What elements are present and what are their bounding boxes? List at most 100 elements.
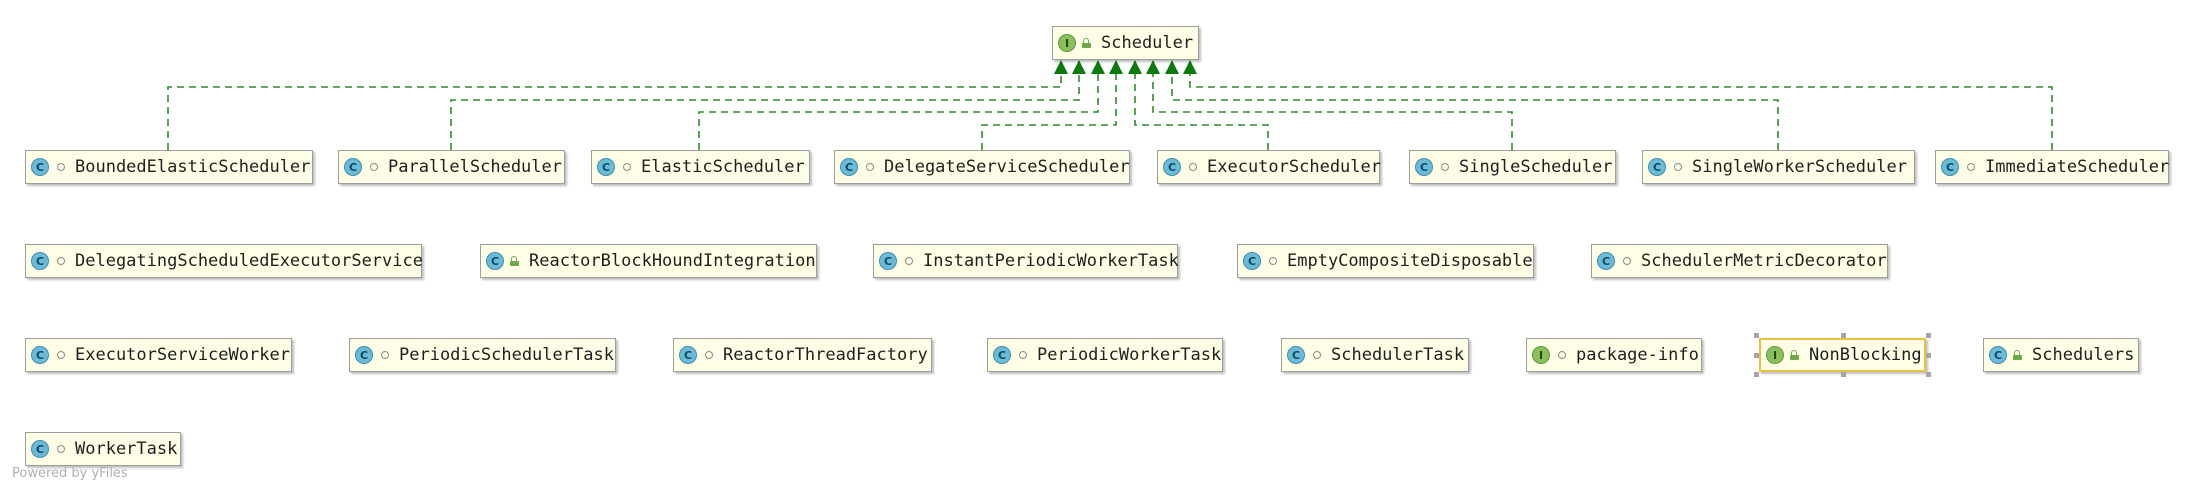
node-label: Scheduler (1101, 33, 1194, 53)
node-label: ElasticScheduler (641, 157, 805, 177)
selection-handle[interactable] (1754, 372, 1759, 377)
class-icon: C (1989, 346, 2007, 364)
node-label: DelegateServiceScheduler (884, 157, 1130, 177)
package-private-icon (1313, 351, 1321, 359)
class-icon: C (1287, 346, 1305, 364)
selection-handle[interactable] (1754, 353, 1759, 358)
edge-immediatescheduler (1189, 74, 2053, 150)
node-parallelscheduler[interactable]: C ParallelScheduler (338, 150, 565, 184)
node-label: BoundedElasticScheduler (75, 157, 311, 177)
node-workertask[interactable]: C WorkerTask (25, 432, 181, 466)
interface-icon: I (1058, 34, 1076, 52)
package-private-icon (866, 163, 874, 171)
node-label: SingleWorkerScheduler (1692, 157, 1907, 177)
edge-executorscheduler (1134, 74, 1269, 150)
class-icon: C (1163, 158, 1181, 176)
node-label: PeriodicSchedulerTask (399, 345, 614, 365)
arrowhead-icon (1128, 60, 1142, 74)
public-lock-icon (1790, 349, 1799, 360)
arrowhead-icon (1146, 60, 1160, 74)
package-private-icon (1189, 163, 1197, 171)
selection-handle[interactable] (1754, 333, 1759, 338)
node-label: SingleScheduler (1459, 157, 1613, 177)
node-schedulers[interactable]: C Schedulers (1983, 338, 2139, 372)
package-private-icon (623, 163, 631, 171)
node-instantperiodicworkertask[interactable]: C InstantPeriodicWorkerTask (873, 244, 1179, 278)
node-label: ReactorThreadFactory (723, 345, 928, 365)
class-icon: C (597, 158, 615, 176)
node-schedulermetricdecorator[interactable]: C SchedulerMetricDecorator (1591, 244, 1888, 278)
node-executorscheduler[interactable]: C ExecutorScheduler (1157, 150, 1381, 184)
class-icon: C (679, 346, 697, 364)
node-label: WorkerTask (75, 439, 178, 459)
package-private-icon (57, 445, 65, 453)
class-icon: C (1415, 158, 1433, 176)
selection-handle[interactable] (1840, 372, 1846, 377)
node-label: package-info (1576, 345, 1699, 365)
class-icon: C (31, 440, 49, 458)
class-icon: C (879, 252, 897, 270)
edge-singleworkerscheduler (1171, 74, 1779, 150)
package-private-icon (381, 351, 389, 359)
arrowhead-icon (1165, 60, 1179, 74)
class-icon: C (31, 252, 49, 270)
node-boundedelasticscheduler[interactable]: C BoundedElasticScheduler (25, 150, 313, 184)
package-private-icon (1019, 351, 1027, 359)
node-label: SchedulerMetricDecorator (1641, 251, 1887, 271)
node-periodicschedulertask[interactable]: C PeriodicSchedulerTask (349, 338, 616, 372)
node-reactorthreadfactory[interactable]: C ReactorThreadFactory (673, 338, 932, 372)
package-private-icon (1441, 163, 1449, 171)
selection-handle[interactable] (1840, 333, 1846, 338)
node-label: ParallelScheduler (388, 157, 562, 177)
class-icon: C (1597, 252, 1615, 270)
package-private-icon (1558, 351, 1566, 359)
class-icon: C (1243, 252, 1261, 270)
node-label: ExecutorScheduler (1207, 157, 1381, 177)
node-singleworkerscheduler[interactable]: C SingleWorkerScheduler (1642, 150, 1915, 184)
selection-handle[interactable] (1926, 353, 1931, 358)
package-private-icon (1967, 163, 1975, 171)
node-elasticscheduler[interactable]: C ElasticScheduler (591, 150, 810, 184)
selection-handle[interactable] (1926, 333, 1931, 338)
public-lock-icon (2013, 349, 2022, 360)
node-emptycompositedisposable[interactable]: C EmptyCompositeDisposable (1237, 244, 1534, 278)
node-label: InstantPeriodicWorkerTask (923, 251, 1179, 271)
package-private-icon (1623, 257, 1631, 265)
class-icon: C (31, 346, 49, 364)
node-scheduler[interactable]: I Scheduler (1052, 26, 1199, 60)
class-icon: C (486, 252, 504, 270)
node-label: Schedulers (2032, 345, 2135, 365)
interface-icon: I (1532, 346, 1550, 364)
edge-parallelscheduler (450, 74, 1080, 150)
edge-elasticscheduler (698, 74, 1099, 150)
node-delegatingscheduledexecutorservice[interactable]: C DelegatingScheduledExecutorService (25, 244, 423, 278)
node-singlescheduler[interactable]: C SingleScheduler (1409, 150, 1616, 184)
node-label: NonBlocking (1809, 345, 1922, 365)
class-icon: C (1648, 158, 1666, 176)
powered-by-footer: Powered by yFiles (12, 466, 128, 481)
package-private-icon (1674, 163, 1682, 171)
public-lock-icon (1082, 37, 1091, 48)
class-icon: C (31, 158, 49, 176)
selection-handle[interactable] (1926, 372, 1931, 377)
node-label: EmptyCompositeDisposable (1287, 251, 1533, 271)
class-icon: C (355, 346, 373, 364)
package-private-icon (370, 163, 378, 171)
node-label: DelegatingScheduledExecutorService (75, 251, 423, 271)
class-icon: C (344, 158, 362, 176)
arrowhead-icon (1183, 60, 1197, 74)
package-private-icon (1269, 257, 1277, 265)
class-icon: C (1941, 158, 1959, 176)
package-private-icon (905, 257, 913, 265)
arrowhead-icon (1091, 60, 1105, 74)
arrowhead-icon (1054, 60, 1068, 74)
